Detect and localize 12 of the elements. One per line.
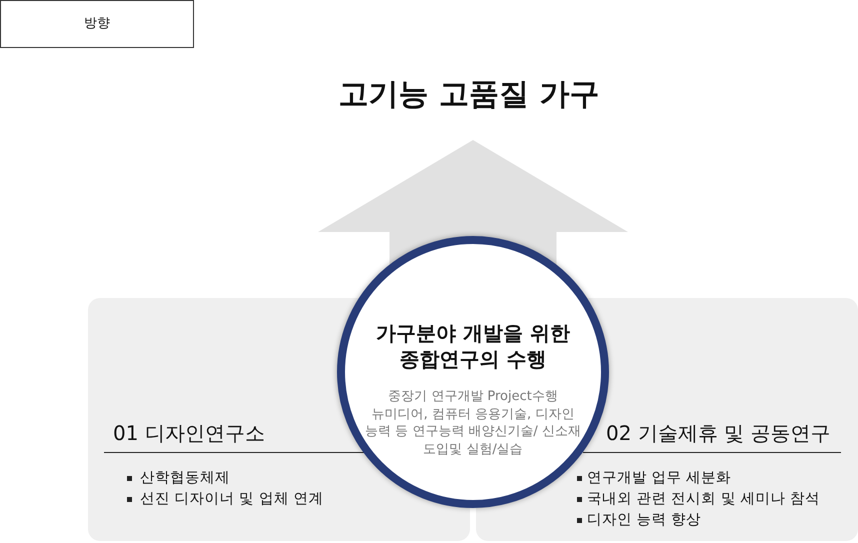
list-item: 선진 디자이너 및 업체 연계 (140, 490, 324, 509)
circle-text: 중장기 연구개발 Project수행 뉴미디어, 컴퓨터 응용기술, 디자인 능력 등 연구능력 배양신기술/ 신소재 도입및 실험/실습 (364, 388, 582, 458)
list-item: 국내외 관련 전시회 및 세미나 참석 (587, 490, 820, 509)
panel-heading: 02 기술제휴 및 공동연구 (606, 420, 831, 447)
list-item: 산학협동체제 (140, 469, 230, 488)
list-item: 디자인 능력 향상 (587, 511, 702, 530)
panel-heading: 01 디자인연구소 (113, 420, 265, 447)
circle-heading: 가구분야 개발을 위한 종합연구의 수행 (375, 320, 571, 372)
title-text: 고기능 고품질 가구 (338, 73, 600, 117)
label-box: 방향 (0, 0, 194, 48)
block-arrow (318, 140, 628, 265)
list-item: 연구개발 업무 세분화 (587, 469, 732, 488)
